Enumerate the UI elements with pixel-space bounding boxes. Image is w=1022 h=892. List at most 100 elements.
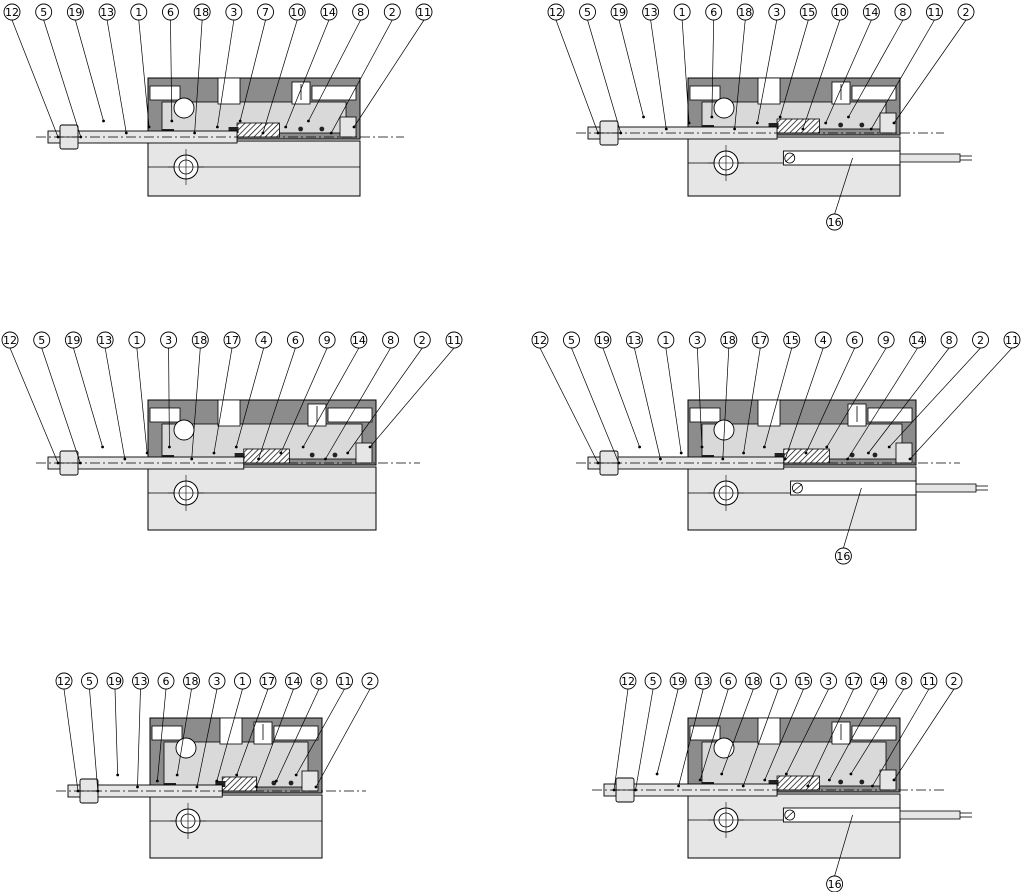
callout-number: 5 [40,6,47,19]
callout-16: 16 [826,814,853,892]
callout-number: 3 [214,675,221,688]
callout-12: 12 [3,3,60,139]
callout-number: 19 [68,6,82,19]
callout-number: 5 [86,675,93,688]
callout-number: 5 [38,334,45,347]
callout-number: 6 [292,334,299,347]
callout-14: 14 [284,3,338,129]
callout-11: 11 [294,672,353,777]
callout-4: 4 [234,331,273,449]
callout-number: 15 [785,334,799,347]
piston-guide [217,399,241,427]
mount-bolt-hole [173,419,195,441]
callout-17: 17 [806,672,863,788]
callout-number: 12 [533,334,547,347]
callout-12: 12 [55,672,80,793]
callout-number: 11 [338,675,352,688]
callout-2: 2 [892,3,975,125]
callout-number: 6 [710,6,717,19]
piston [221,776,258,792]
callout-2: 2 [314,672,379,789]
callout-9: 9 [825,331,895,449]
callout-number: 4 [260,334,267,347]
callout-number: 7 [262,6,269,19]
port-left [149,407,181,423]
piston-seal [215,781,226,787]
callout-13: 13 [625,331,662,461]
callout-number: 8 [899,6,906,19]
callout-number: 5 [584,6,591,19]
callout-number: 17 [847,675,861,688]
callout-number: 8 [946,334,953,347]
callout-number: 14 [322,6,336,19]
callout-number: 6 [725,675,732,688]
piston-seal [234,453,245,459]
callout-18: 18 [733,3,754,131]
callout-13: 13 [642,3,668,131]
callout-3: 3 [195,672,226,789]
callout-number: 12 [549,6,563,19]
callout-14: 14 [255,672,302,789]
callout-number: 8 [900,675,907,688]
callout-number: 1 [133,334,140,347]
callout-number: 19 [108,675,122,688]
callout-number: 14 [352,334,366,347]
mount-bolt-hole [713,97,735,119]
callout-number: 1 [679,6,686,19]
piston [776,775,820,791]
callout-number: 19 [671,675,685,688]
switch-lead-wire [915,483,977,493]
callout-number: 11 [447,334,461,347]
callout-8: 8 [847,3,912,119]
callout-number: 2 [419,334,426,347]
callout-14: 14 [846,331,927,461]
callout-number: 6 [851,334,858,347]
callout-10: 10 [261,3,306,135]
callout-number: 18 [746,675,760,688]
callout-11: 11 [352,3,433,129]
callout-3: 3 [755,3,786,125]
callout-5: 5 [33,331,82,465]
callout-1: 1 [128,331,149,455]
callout-number: 17 [261,675,275,688]
callout-number: 13 [134,675,148,688]
callout-18: 18 [193,3,211,135]
callout-11: 11 [871,672,938,788]
callout-14: 14 [301,331,368,449]
callout-8: 8 [867,331,958,455]
callout-number: 1 [135,6,142,19]
callout-number: 3 [825,675,832,688]
callout-8: 8 [849,672,913,776]
callout-6: 6 [705,3,723,119]
callout-number: 12 [5,6,19,19]
callout-number: 2 [977,334,984,347]
callout-number: 18 [195,6,209,19]
port-right [327,407,373,423]
callout-8: 8 [307,3,370,123]
callout-number: 2 [367,675,374,688]
callout-1: 1 [673,3,691,125]
piston-seal [228,127,239,133]
callout-18: 18 [720,331,738,461]
callout-number: 3 [773,6,780,19]
callout-6: 6 [162,3,179,123]
callout-number: 16 [828,878,842,891]
callout-3: 3 [160,331,178,449]
o-ring [872,452,878,458]
callout-18: 18 [190,331,209,461]
piston-seal [768,780,779,786]
mount-bolt-hole [175,737,197,759]
callout-3: 3 [688,331,706,449]
callout-5: 5 [634,672,662,792]
piston-guide [757,399,781,427]
o-ring [332,452,338,458]
callout-19: 19 [106,672,124,777]
callout-3: 3 [784,672,838,776]
callout-5: 5 [563,331,621,465]
o-ring [309,452,315,458]
callout-number: 13 [98,334,112,347]
